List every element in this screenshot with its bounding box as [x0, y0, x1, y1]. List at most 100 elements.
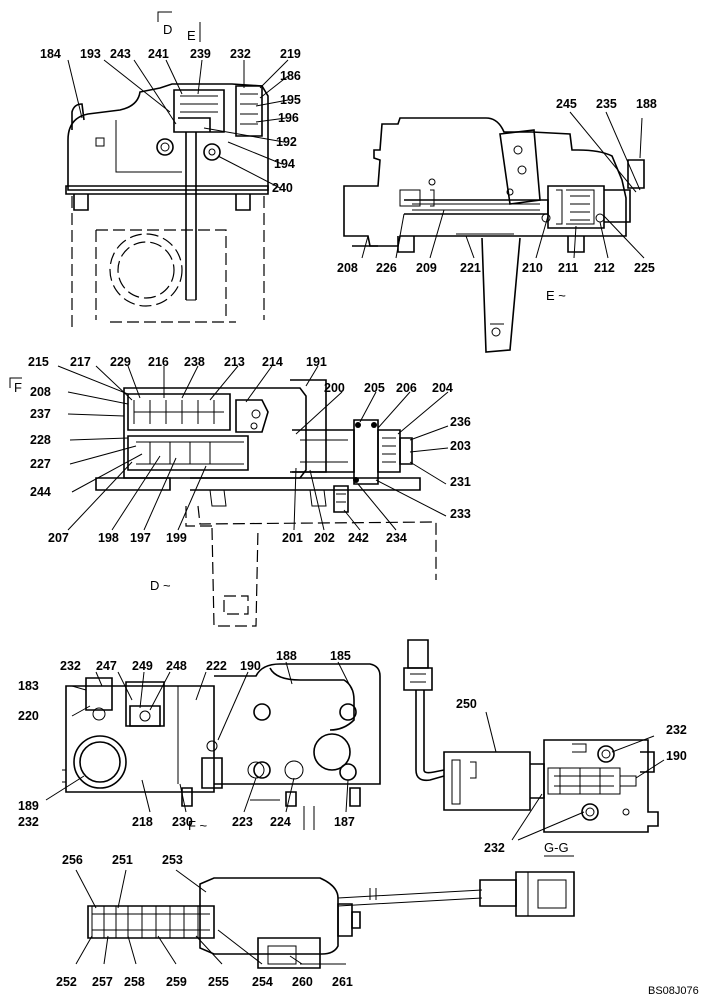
part-number-230: 230 [172, 815, 193, 829]
part-number-241: 241 [148, 47, 169, 61]
part-number-186: 186 [280, 69, 301, 83]
part-number-196: 196 [278, 111, 299, 125]
part-number-212: 212 [594, 261, 615, 275]
part-number-238: 238 [184, 355, 205, 369]
part-number-210: 210 [522, 261, 543, 275]
view-lower-right-gg: 250 232 190 232 G-G [403, 639, 687, 857]
part-number-243: 243 [110, 47, 131, 61]
part-number-216: 216 [148, 355, 169, 369]
part-number-200: 200 [324, 381, 345, 395]
part-number-249: 249 [132, 659, 153, 673]
part-number-208: 208 [337, 261, 358, 275]
view-label-gg: G-G [544, 840, 569, 855]
drawing-code: BS08J076 [648, 985, 699, 997]
part-number-252: 252 [56, 975, 77, 989]
part-number-227: 227 [30, 457, 51, 471]
part-number-236: 236 [450, 415, 471, 429]
part-number-253: 253 [162, 853, 183, 867]
part-number-199: 199 [166, 531, 187, 545]
part-number-190: 190 [666, 749, 687, 763]
section-marker-f: F [14, 380, 22, 395]
view-label-e: E ~ [546, 288, 566, 303]
part-number-250: 250 [456, 697, 477, 711]
part-number-187: 187 [334, 815, 355, 829]
part-number-255: 255 [208, 975, 229, 989]
part-number-192: 192 [276, 135, 297, 149]
part-number-225: 225 [634, 261, 655, 275]
part-number-219: 219 [280, 47, 301, 61]
part-number-232: 232 [18, 815, 39, 829]
part-number-209: 209 [416, 261, 437, 275]
part-number-254: 254 [252, 975, 273, 989]
part-number-251: 251 [112, 853, 133, 867]
part-number-191: 191 [306, 355, 327, 369]
part-number-211: 211 [558, 261, 578, 275]
part-number-231: 231 [450, 475, 471, 489]
part-number-234: 234 [386, 531, 407, 545]
part-number-221: 221 [460, 261, 481, 275]
part-number-217: 217 [70, 355, 91, 369]
part-number-224: 224 [270, 815, 291, 829]
part-number-188: 188 [636, 97, 657, 111]
part-number-213: 213 [224, 355, 245, 369]
part-number-232: 232 [666, 723, 687, 737]
part-number-232: 232 [60, 659, 81, 673]
part-number-204: 204 [432, 381, 453, 395]
view-label-d: D ~ [150, 578, 171, 593]
part-number-260: 260 [292, 975, 313, 989]
part-number-185: 185 [330, 649, 351, 663]
part-number-205: 205 [364, 381, 385, 395]
part-number-198: 198 [98, 531, 119, 545]
part-number-232: 232 [230, 47, 251, 61]
part-number-203: 203 [450, 439, 471, 453]
part-number-214: 214 [262, 355, 283, 369]
part-number-239: 239 [190, 47, 211, 61]
part-number-190: 190 [240, 659, 261, 673]
part-number-208: 208 [30, 385, 51, 399]
part-number-194: 194 [274, 157, 295, 171]
part-number-188: 188 [276, 649, 297, 663]
part-number-195: 195 [280, 93, 301, 107]
view-bottom-solenoid-exploded: 256 251 253 252 257 258 259 255 254 260 … [56, 853, 699, 997]
part-number-184: 184 [40, 47, 61, 61]
part-number-261: 261 [332, 975, 353, 989]
part-number-193: 193 [80, 47, 101, 61]
view-label-f: F ~ [188, 818, 208, 833]
part-number-257: 257 [92, 975, 113, 989]
part-number-259: 259 [166, 975, 187, 989]
section-marker-d: D [163, 22, 172, 37]
part-number-223: 223 [232, 815, 253, 829]
part-number-247: 247 [96, 659, 117, 673]
part-number-235: 235 [596, 97, 617, 111]
part-number-232: 232 [484, 841, 505, 855]
view-lower-left-f: 232 247 249 248 222 190 188 185 183 220 … [18, 649, 381, 833]
part-number-207: 207 [48, 531, 69, 545]
part-number-183: 183 [18, 679, 39, 693]
part-number-245: 245 [556, 97, 577, 111]
part-number-201: 201 [282, 531, 303, 545]
part-number-233: 233 [450, 507, 471, 521]
section-marker-e: E [187, 28, 196, 43]
part-number-215: 215 [28, 355, 49, 369]
part-number-222: 222 [206, 659, 227, 673]
part-number-229: 229 [110, 355, 131, 369]
view-top-left-assembly: D E [40, 11, 301, 330]
part-number-240: 240 [272, 181, 293, 195]
view-top-right-e: 245 235 188 208 226 209 221 210 211 212 … [337, 97, 657, 353]
part-number-189: 189 [18, 799, 39, 813]
part-number-244: 244 [30, 485, 51, 499]
part-number-218: 218 [132, 815, 153, 829]
part-number-220: 220 [18, 709, 39, 723]
view-middle-section-f: F [9, 355, 471, 627]
part-number-237: 237 [30, 407, 51, 421]
part-number-256: 256 [62, 853, 83, 867]
part-number-248: 248 [166, 659, 187, 673]
part-number-197: 197 [130, 531, 151, 545]
part-number-228: 228 [30, 433, 51, 447]
part-number-226: 226 [376, 261, 397, 275]
part-number-206: 206 [396, 381, 417, 395]
part-number-242: 242 [348, 531, 369, 545]
part-number-202: 202 [314, 531, 335, 545]
part-number-258: 258 [124, 975, 145, 989]
